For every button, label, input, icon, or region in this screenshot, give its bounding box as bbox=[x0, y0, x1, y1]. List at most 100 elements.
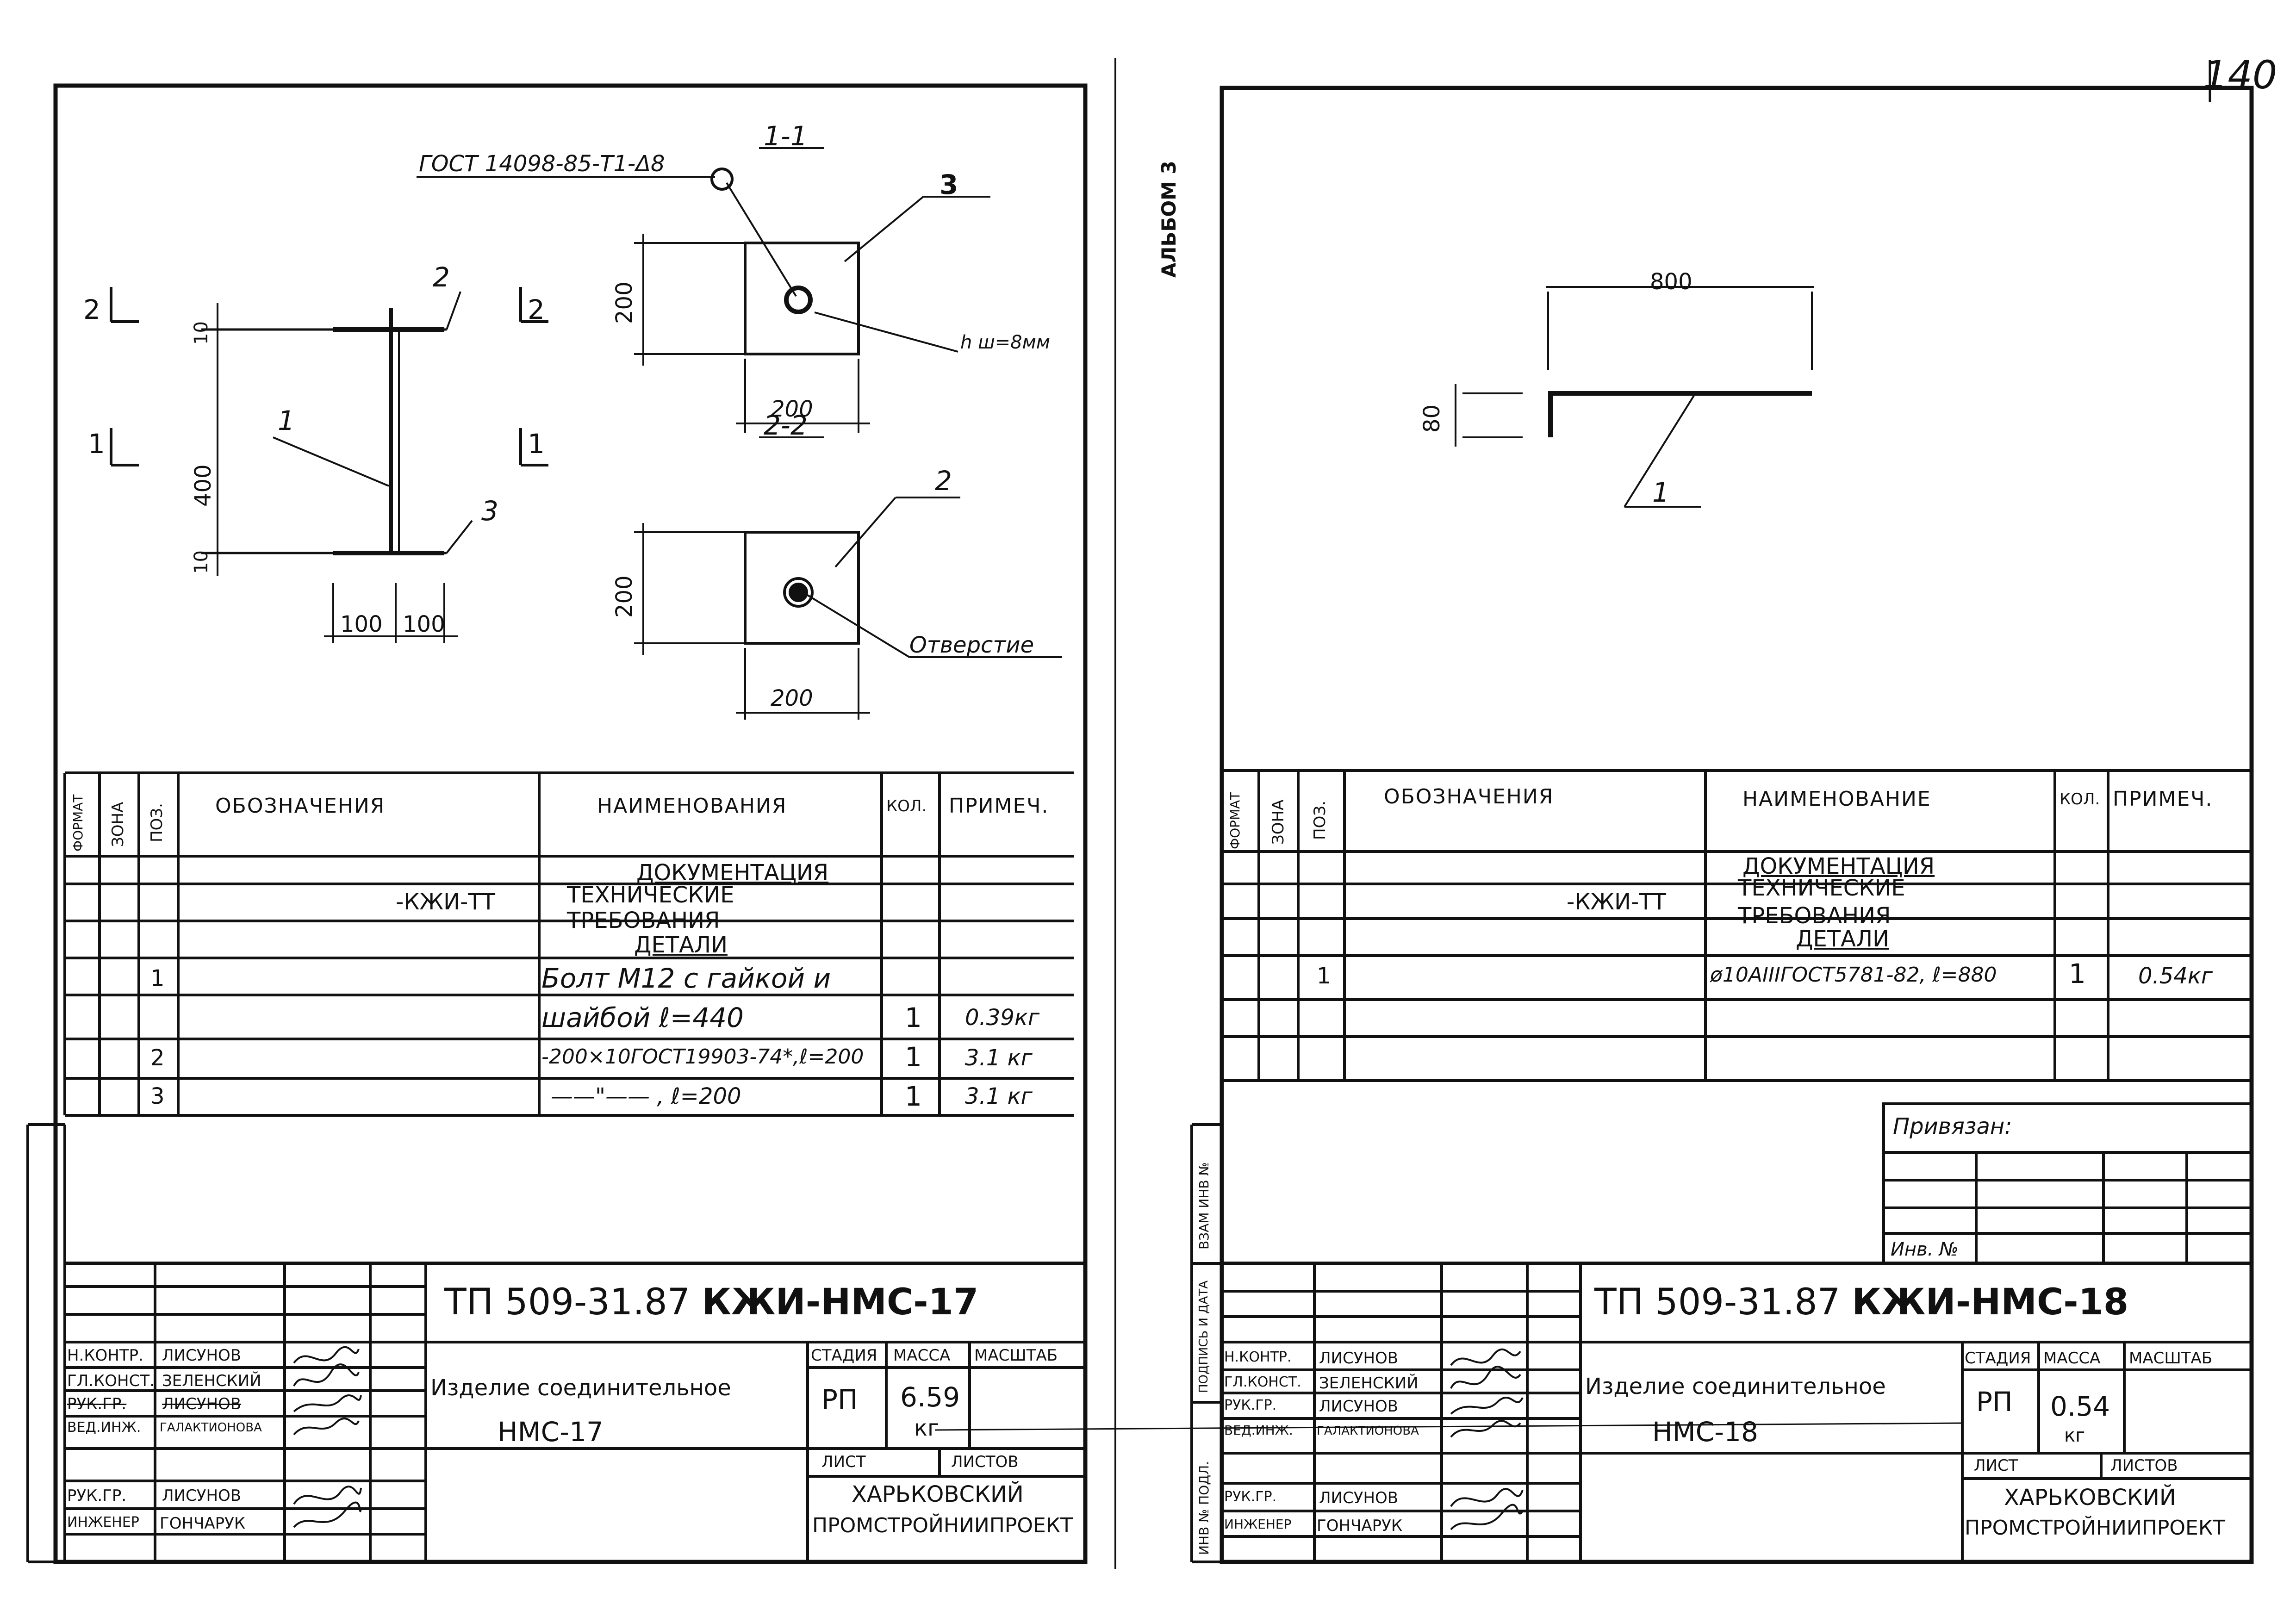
left-spec-row-name: ТРЕБОВАНИЯ bbox=[567, 908, 720, 933]
left-name-2: ЗЕЛЕНСКИЙ bbox=[162, 1372, 261, 1390]
side-stamp-podpis: ПОДПИСЬ И ДАТА bbox=[1197, 1280, 1211, 1393]
right-role-3: РУК.ГР. bbox=[1224, 1397, 1277, 1413]
inv-number-label: Инв. № bbox=[1891, 1239, 1959, 1260]
left-spec-row-name: ДОКУМЕНТАЦИЯ bbox=[636, 860, 829, 886]
right-product-line-2: НМС-18 bbox=[1652, 1416, 1758, 1448]
right-mass-unit: кг bbox=[2064, 1425, 2085, 1446]
left-spec-row-note: 3.1 кг bbox=[965, 1045, 1033, 1071]
dim-plate-height-2: 200 bbox=[611, 575, 637, 618]
right-mass-label: МАССА bbox=[2043, 1349, 2101, 1368]
left-spec-row-designation: -КЖИ-ТТ bbox=[396, 889, 495, 915]
album-label: АЛЬБОМ 3 bbox=[1157, 161, 1180, 278]
right-org-line-1: ХАРЬКОВСКИЙ bbox=[2004, 1485, 2176, 1511]
right-dim-length: 800 bbox=[1650, 269, 1692, 295]
left-signatures bbox=[289, 1344, 363, 1534]
left-spec-row-pos: 3 bbox=[150, 1083, 165, 1109]
left-spec-row-name: ——"—— , ℓ=200 bbox=[551, 1083, 741, 1109]
left-spec-row-note: 3.1 кг bbox=[965, 1083, 1033, 1109]
left-product-line-1: Изделие соединительное bbox=[430, 1375, 731, 1401]
right-spec-header-pos: ПОЗ. bbox=[1311, 801, 1329, 840]
left-stage: РП bbox=[821, 1384, 858, 1415]
pos-mark-1: 1 bbox=[278, 405, 295, 436]
left-spec-row-qty: 1 bbox=[905, 1002, 922, 1033]
left-spec-header-note: ПРИМЕЧ. bbox=[949, 794, 1049, 818]
left-doc-code: ТП 509-31.87 КЖИ-НМС-17 bbox=[444, 1281, 979, 1323]
right-role-1: Н.КОНТР. bbox=[1224, 1349, 1292, 1365]
cut-mark-2-left: 2 bbox=[83, 294, 100, 325]
right-spec-row-note: 0.54кг bbox=[2138, 963, 2213, 989]
dim-half-1: 100 bbox=[340, 611, 383, 637]
right-role-5: РУК.ГР. bbox=[1224, 1489, 1277, 1505]
pos-mark-3: 3 bbox=[481, 495, 498, 527]
left-stage-label: СТАДИЯ bbox=[811, 1346, 877, 1365]
right-spec-header-format: ФОРМАТ bbox=[1227, 792, 1243, 849]
dim-half-2: 100 bbox=[403, 611, 445, 637]
left-spec-header-zone: ЗОНА bbox=[109, 802, 127, 847]
pos-mark-2b: 2 bbox=[935, 465, 952, 497]
right-name-1: ЛИСУНОВ bbox=[1319, 1349, 1399, 1368]
right-role-4: ВЕД.ИНЖ. bbox=[1224, 1423, 1293, 1438]
left-name-4: ГАЛАКТИОНОВА bbox=[160, 1421, 262, 1435]
right-name-6: ГОНЧАРУК bbox=[1317, 1517, 1402, 1535]
right-name-2: ЗЕЛЕНСКИЙ bbox=[1319, 1374, 1419, 1393]
right-spec-row-name: ø10АIIIГОСТ5781-82, ℓ=880 bbox=[1710, 963, 1997, 987]
dim-plate-width-1: 200 bbox=[771, 396, 813, 422]
pos-mark-3b: 3 bbox=[940, 169, 958, 200]
dim-top-thickness: 10 bbox=[191, 321, 212, 345]
right-name-5: ЛИСУНОВ bbox=[1319, 1489, 1399, 1507]
right-scale-label: МАСШТАБ bbox=[2129, 1349, 2213, 1368]
right-mass: 0.54 bbox=[2050, 1391, 2110, 1422]
right-spec-row-name: ДЕТАЛИ bbox=[1796, 926, 1889, 952]
side-stamp-vzam: ВЗАМ ИНВ № bbox=[1196, 1162, 1212, 1250]
page-number: 140 bbox=[2203, 52, 2277, 98]
left-role-3: РУК.ГР. bbox=[67, 1395, 127, 1413]
left-spec-row-name: -200×10ГОСТ19903-74*,ℓ=200 bbox=[541, 1045, 864, 1069]
left-mass-label: МАССА bbox=[893, 1346, 951, 1365]
left-spec-header-designation: ОБОЗНАЧЕНИЯ bbox=[215, 794, 386, 818]
dim-plate-width-2: 200 bbox=[771, 685, 813, 711]
right-spec-header-note: ПРИМЕЧ. bbox=[2113, 787, 2213, 811]
left-spec-row-name: ДЕТАЛИ bbox=[634, 932, 728, 958]
left-spec-header-pos: ПОЗ. bbox=[148, 803, 166, 842]
left-mass-unit: кг bbox=[914, 1415, 940, 1441]
left-role-5: РУК.ГР. bbox=[67, 1486, 127, 1505]
right-stage: РП bbox=[1976, 1386, 2013, 1418]
left-name-3: ЛИСУНОВ bbox=[162, 1395, 242, 1413]
dim-beam-height: 400 bbox=[190, 464, 216, 507]
left-spec-header-name: НАИМЕНОВАНИЯ bbox=[597, 794, 787, 818]
left-product-line-2: НМС-17 bbox=[498, 1416, 604, 1448]
left-name-6: ГОНЧАРУК bbox=[160, 1514, 245, 1533]
privyazan-label: Привязан: bbox=[1893, 1113, 2012, 1139]
left-spec-row-qty: 1 bbox=[905, 1041, 922, 1073]
right-spec-row-pos: 1 bbox=[1317, 963, 1331, 989]
left-scale-label: МАСШТАБ bbox=[974, 1346, 1058, 1365]
right-dim-height: 80 bbox=[1419, 404, 1445, 433]
right-name-3: ЛИСУНОВ bbox=[1319, 1397, 1399, 1416]
left-name-5: ЛИСУНОВ bbox=[162, 1486, 242, 1505]
right-spec-row-name: ТРЕБОВАНИЯ bbox=[1738, 903, 1891, 929]
right-pos-mark-1: 1 bbox=[1652, 477, 1669, 508]
right-sheets-label: ЛИСТОВ bbox=[2110, 1456, 2178, 1475]
left-sheet-label: ЛИСТ bbox=[821, 1453, 866, 1471]
pos-mark-2: 2 bbox=[433, 261, 450, 293]
dim-plate-height-1: 200 bbox=[611, 281, 637, 324]
left-org-line-1: ХАРЬКОВСКИЙ bbox=[852, 1481, 1024, 1507]
section-label-2-2: 2-2 bbox=[764, 410, 808, 441]
left-spec-row-note: 0.39кг bbox=[965, 1005, 1040, 1031]
right-spec-row-qty: 1 bbox=[2069, 958, 2086, 989]
left-spec-row-pos: 1 bbox=[150, 965, 165, 991]
right-spec-row-name: ДОКУМЕНТАЦИЯ bbox=[1742, 853, 1935, 879]
right-spec-header-name: НАИМЕНОВАНИЕ bbox=[1742, 787, 1931, 811]
left-role-2: ГЛ.КОНСТ. bbox=[67, 1372, 155, 1390]
left-spec-row-qty: 1 bbox=[905, 1081, 922, 1112]
right-name-4: ГАЛАКТИОНОВА bbox=[1317, 1424, 1419, 1438]
left-spec-row-pos: 2 bbox=[150, 1045, 165, 1071]
right-sheet-label: ЛИСТ bbox=[1974, 1456, 2018, 1475]
right-signatures bbox=[1446, 1347, 1525, 1536]
cut-mark-1-left: 1 bbox=[88, 428, 105, 460]
left-role-4: ВЕД.ИНЖ. bbox=[67, 1419, 141, 1436]
side-stamp-inv: ИНВ № ПОДЛ. bbox=[1196, 1461, 1212, 1555]
left-org-line-2: ПРОМСТРОЙНИИПРОЕКТ bbox=[812, 1514, 1073, 1537]
right-spec-header-designation: ОБОЗНАЧЕНИЯ bbox=[1384, 785, 1554, 808]
